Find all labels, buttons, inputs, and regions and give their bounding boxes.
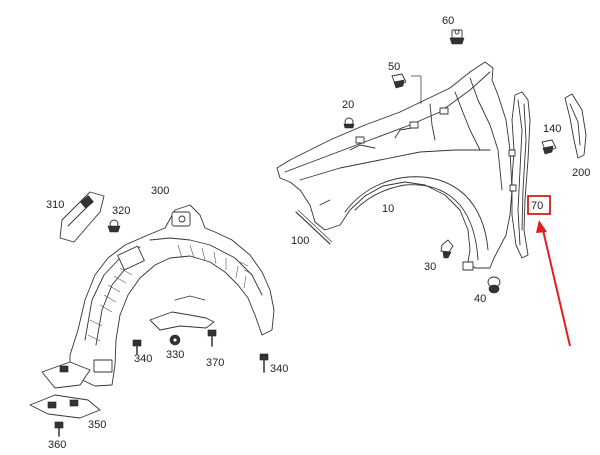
highlight-box-70 [527, 195, 551, 215]
label-310: 310 [46, 199, 64, 211]
bracket-310 [59, 191, 105, 243]
screw-360 [54, 421, 64, 437]
screw-370 [207, 329, 217, 347]
label-200: 200 [572, 167, 590, 179]
label-30: 30 [424, 261, 436, 273]
screw-340b [259, 353, 269, 373]
label-20: 20 [342, 99, 354, 111]
clip-20 [343, 117, 355, 129]
label-370: 370 [206, 357, 224, 369]
clip-30 [440, 239, 454, 259]
label-140: 140 [543, 123, 561, 135]
label-350: 350 [88, 419, 106, 431]
nut-40 [487, 276, 501, 294]
label-70: 70 [531, 200, 543, 212]
clip-320 [107, 219, 121, 233]
lower-shield-350 [29, 361, 101, 419]
label-40: 40 [474, 293, 486, 305]
label-320: 320 [112, 205, 130, 217]
grommet-330 [169, 334, 181, 346]
label-340a: 340 [134, 353, 152, 365]
trim-strip-70 [508, 91, 531, 259]
rod-100 [295, 209, 333, 245]
label-360: 360 [48, 439, 66, 451]
label-100: 100 [291, 235, 309, 247]
clip-60 [449, 29, 465, 45]
label-300: 300 [151, 185, 169, 197]
screw-340a [132, 339, 142, 355]
clip-50 [391, 73, 407, 89]
seal-200 [564, 93, 587, 159]
label-330: 330 [166, 349, 184, 361]
clip-140 [541, 139, 557, 155]
label-60: 60 [442, 15, 454, 27]
label-340b: 340 [270, 363, 288, 375]
label-50: 50 [388, 61, 400, 73]
highlight-arrow [536, 220, 571, 347]
label-10: 10 [382, 203, 394, 215]
wheel-arch-liner-300 [69, 204, 275, 387]
fender-part [276, 61, 513, 271]
